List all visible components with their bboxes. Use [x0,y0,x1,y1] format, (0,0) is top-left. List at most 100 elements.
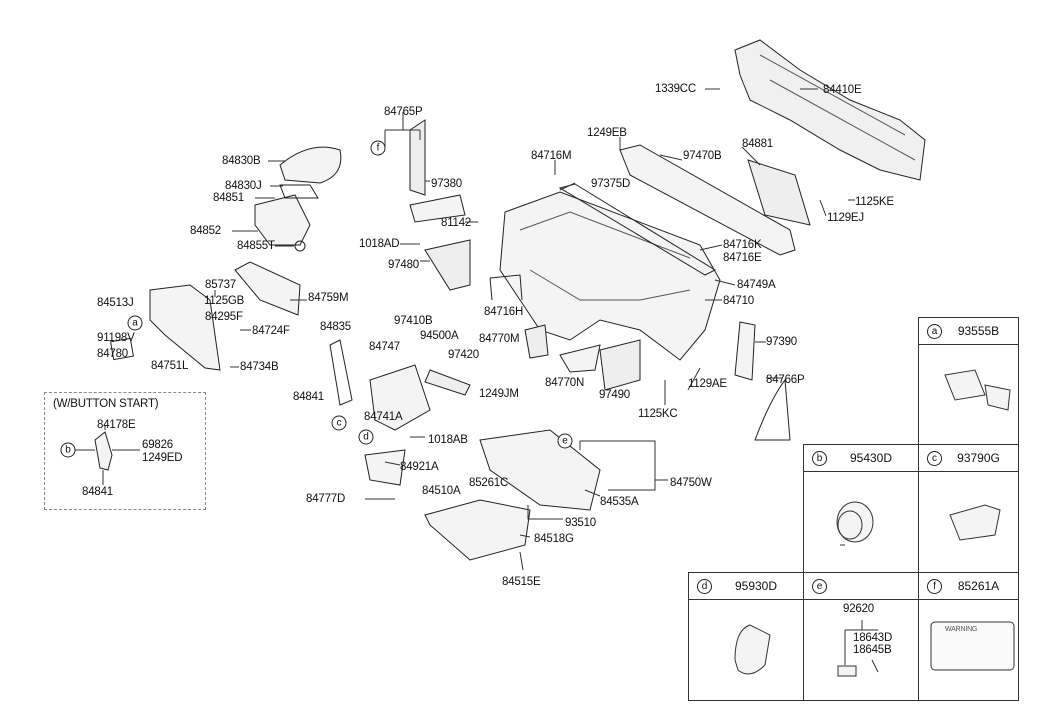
callout-a: a [127,315,143,331]
vent-97380 [409,119,426,196]
label-84770N: 84770N [545,377,585,389]
label-84716K: 84716K [723,239,762,251]
label-92620: 92620 [843,603,874,615]
label-1249EB: 1249EB [587,127,627,139]
label-84751L: 84751L [151,360,189,372]
label-85261C: 85261C [469,477,509,489]
detail-box-d: d 95930D [688,572,804,701]
label-84851: 84851 [213,192,244,204]
label-81142: 81142 [441,217,472,229]
detail-c-letter: c [927,451,942,466]
label-84881: 84881 [742,138,773,150]
label-84741A: 84741A [364,411,403,423]
label-84518G: 84518G [534,533,574,545]
label-1125GB: 1125GB [204,295,245,307]
label-84295F: 84295F [205,311,243,323]
label-84515E: 84515E [502,576,541,588]
label-97410B: 97410B [394,315,433,327]
label-84766P: 84766P [766,374,805,386]
switch-84835 [329,339,353,406]
cover-84830B [279,146,342,184]
label-84770M: 84770M [479,333,520,345]
label-1249JM: 1249JM [479,388,519,400]
duct-81142 [409,194,466,223]
crash-pad [499,191,721,361]
label-1129EJ: 1129EJ [827,212,864,224]
label-84716M: 84716M [531,150,572,162]
label-1018AB: 1018AB [428,434,468,446]
detail-f-letter: f [927,579,942,594]
label-18645B: 18645B [853,644,892,656]
label-1018AD: 1018AD [359,238,400,250]
label-84410E: 84410E [823,84,862,96]
detail-box-c: c 93790G [918,444,1019,573]
label-84830J: 84830J [225,180,262,192]
detail-d-letter: d [697,579,712,594]
callout-e: e [557,433,573,449]
label-84855T: 84855T [237,240,275,252]
detail-d-part: 95930D [734,579,778,593]
label-84777D: 84777D [306,493,346,505]
label-84921A: 84921A [400,461,439,473]
label-93510: 93510 [565,517,596,529]
label-97420: 97420 [448,349,479,361]
label-84765P: 84765P [384,106,423,118]
detail-illustrations [734,369,1015,677]
detail-box-b: b 95430D [803,444,919,573]
side-panel-84513J [149,284,221,371]
inset-title: (W/BUTTON START) [53,398,159,410]
label-84710: 84710 [723,295,754,307]
label-84759M: 84759M [308,292,349,304]
detail-box-f: f 85261A [918,572,1019,701]
garnish-84759M [234,261,301,316]
label-84749A: 84749A [737,279,776,291]
label-84535A: 84535A [600,496,639,508]
label-1125KC: 1125KC [638,408,678,420]
label-1339CC: 1339CC [655,83,696,95]
label-84716H: 84716H [484,306,524,318]
tray-84921A [364,449,406,486]
label-97375D: 97375D [591,178,631,190]
vent-97420 [424,369,471,396]
callout-f: f [370,140,386,156]
label-1129AE: 1129AE [688,378,727,390]
detail-b-letter: b [812,451,827,466]
inset-bracket [94,431,113,471]
warning-label-text: WARNING [945,626,978,633]
trim-84766P [754,378,791,441]
inset-label-84841: 84841 [82,486,113,498]
panel-84770N [559,344,601,373]
label-84750W: 84750W [670,477,712,489]
label-91198V: 91198V [97,332,135,344]
label-84747: 84747 [369,341,400,353]
label-1125KE: 1125KE [855,196,894,208]
detail-c-part: 93790G [957,451,1000,465]
bracket-84830J [279,184,319,199]
detail-box-a: a 93555B [918,317,1019,445]
label-97390: 97390 [766,336,797,348]
detail-e-letter: e [812,579,827,594]
label-84716E: 84716E [723,252,762,264]
cowl-cross-bar [734,39,926,181]
label-84780: 84780 [97,348,128,360]
duct [619,144,796,256]
label-84734B: 84734B [240,361,279,373]
detail-a-letter: a [927,324,942,339]
label-84510A: 84510A [422,485,461,497]
vent-84770M [524,324,549,359]
panel-84881 [747,159,811,226]
label-84835: 84835 [320,321,351,333]
callout-d: d [358,429,374,445]
detail-a-part: 93555B [957,324,1000,338]
label-18643D: 18643D [853,632,893,644]
button-start-inset [44,392,206,510]
detail-f-part: 85261A [957,579,1000,593]
label-97490: 97490 [599,389,630,401]
detail-b-part: 95430D [849,451,893,465]
glove-box-84510A [424,499,531,561]
callout-c: c [331,415,347,431]
bracket-84716H [489,274,523,301]
label-1249ED: 1249ED [142,452,183,464]
